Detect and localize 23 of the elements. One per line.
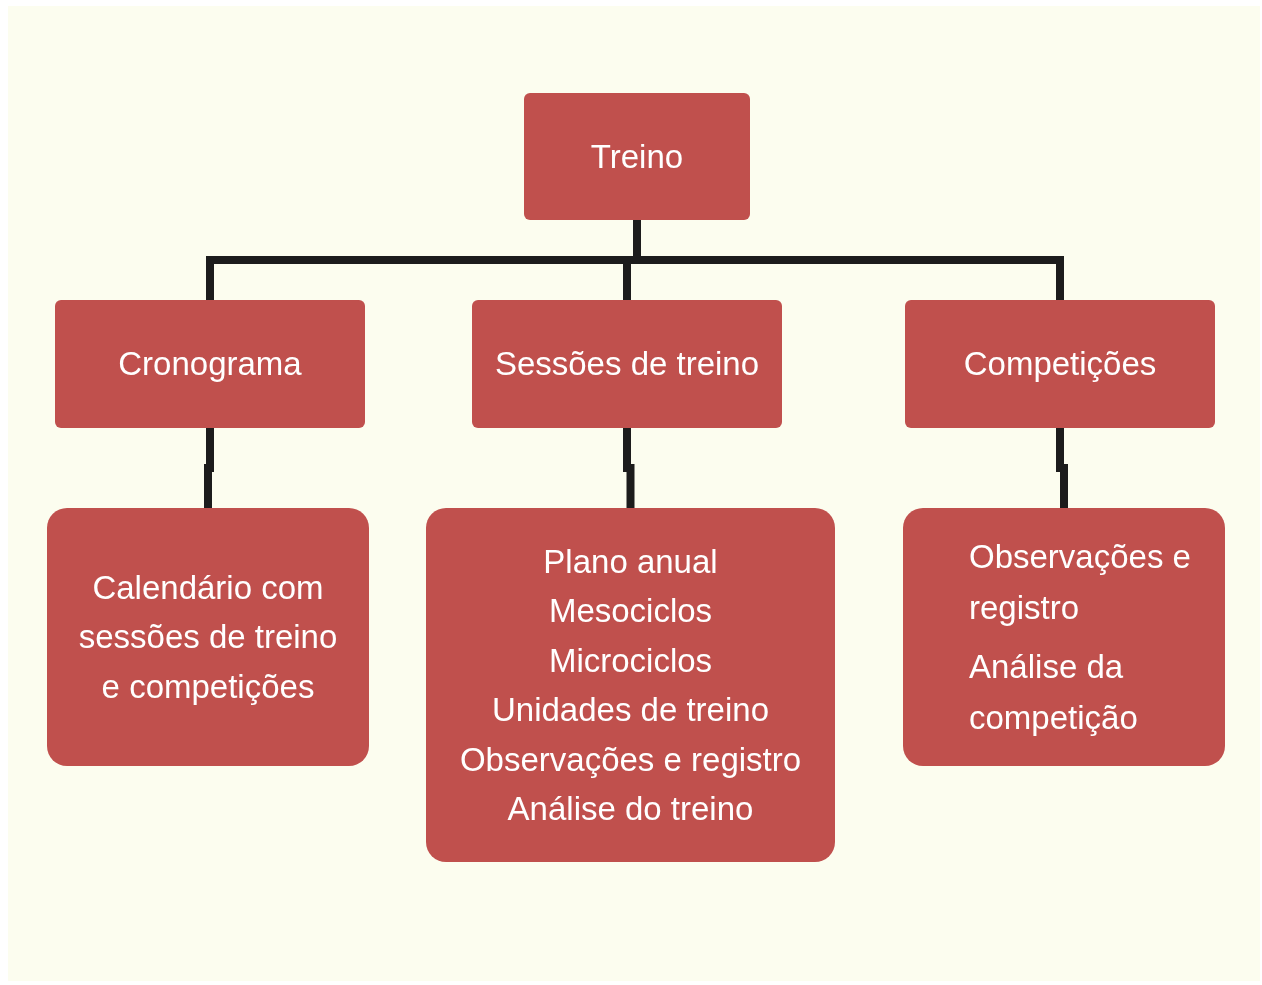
box-label: Plano anual [543,541,718,582]
box-label: Sessões de treino [494,344,760,385]
box-label: Treino [590,136,684,177]
process-box [426,508,835,862]
connector-line [623,428,635,508]
process-box [903,508,1225,766]
box-label: Análise do treino [507,789,754,829]
box-label: Observações e registro [969,536,1192,628]
box-label: Mesociclos [548,591,713,631]
box-label: Unidades de treino [492,690,769,730]
process-box [905,300,1215,428]
box-label: Cronograma [118,344,302,385]
box-label: Microciclos [548,640,713,681]
process-box [55,300,365,428]
process-box [472,300,782,428]
box-label: Calendário com sessões de treino e competições [77,567,339,707]
connector-line [204,428,214,508]
box-label: Análise da competição [969,647,1139,739]
box-label: Observações e registro [459,739,802,780]
box-label: Competições [963,344,1157,385]
process-box [524,93,750,220]
process-box [47,508,369,766]
connector-line [1056,428,1068,508]
